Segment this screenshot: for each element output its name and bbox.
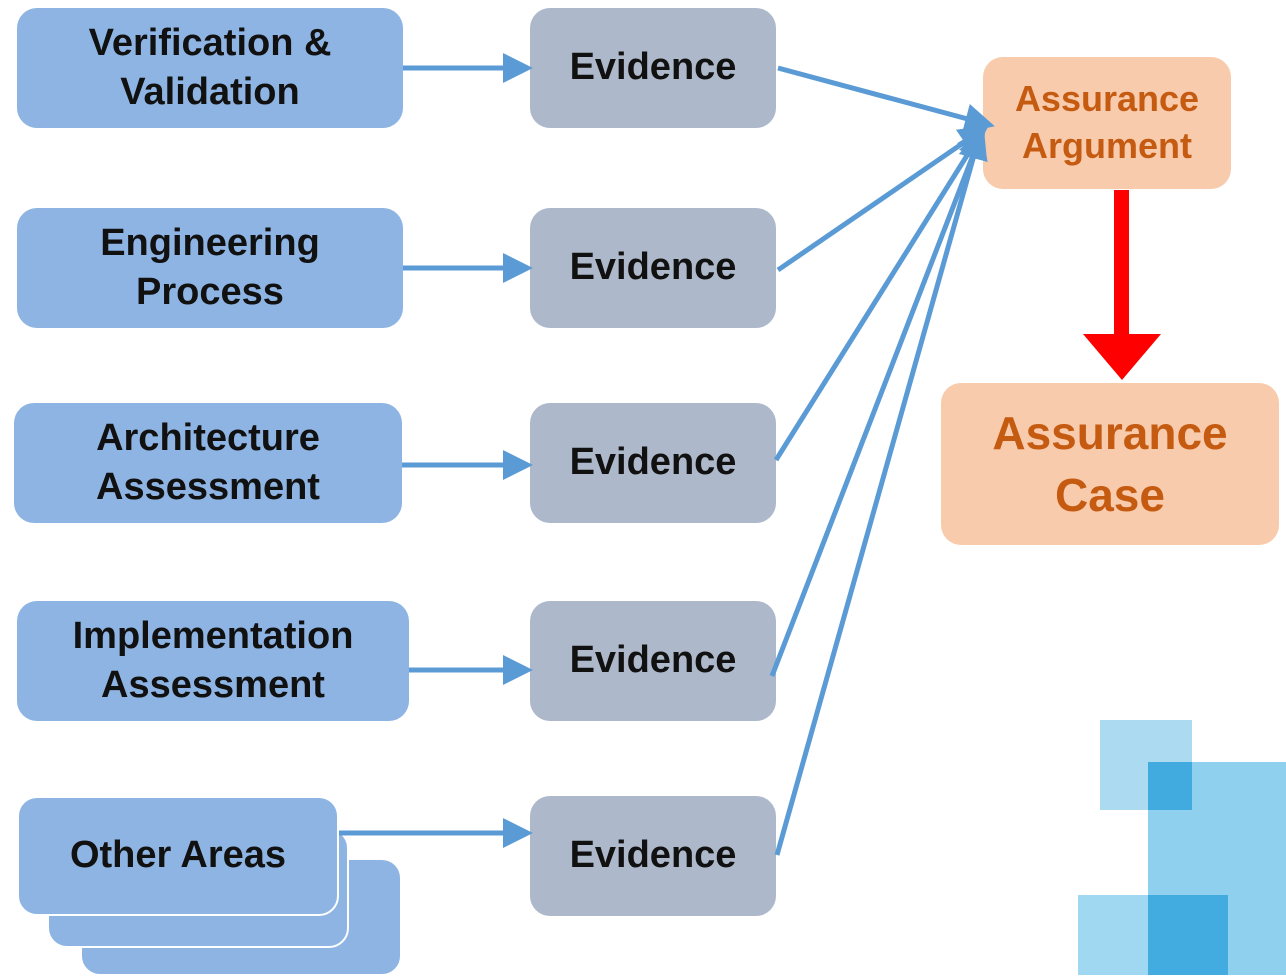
area-label-line1: Engineering (100, 221, 320, 264)
connector-evidence1-argument (777, 65, 995, 133)
connector-evidence2-argument (776, 125, 990, 273)
area-other-areas: Other Areas (17, 796, 339, 916)
assurance-argument-line2: Argument (1021, 125, 1192, 166)
connector-evidence5-argument (774, 129, 988, 856)
area-label-line1: Implementation (72, 614, 354, 657)
area-label-line1: Architecture (96, 416, 320, 459)
area-label-line2: Assessment (96, 466, 320, 508)
evidence-box-1: Evidence (530, 8, 776, 128)
decor-square-bottom-overlap (1148, 895, 1228, 975)
emphasis-arrow-shaft (1114, 190, 1129, 336)
evidence-box-2: Evidence (530, 208, 776, 328)
area-architecture-assessment: Architecture Assessment (14, 403, 402, 523)
assurance-case: Assurance Case (941, 383, 1279, 545)
evidence-label: Evidence (569, 46, 737, 89)
evidence-label: Evidence (569, 639, 737, 682)
area-label-line1: Verification & (88, 21, 332, 64)
evidence-box-3: Evidence (530, 403, 776, 523)
evidence-label: Evidence (569, 441, 737, 484)
connector-evidence3-argument (773, 125, 986, 462)
area-verification-validation: Verification & Validation (17, 8, 403, 128)
area-engineering-process: Engineering Process (17, 208, 403, 328)
area-implementation-assessment: Implementation Assessment (17, 601, 409, 721)
area-label-line2: Validation (120, 71, 300, 113)
connector-evidence4-argument (769, 127, 987, 677)
assurance-argument-line1: Assurance (1014, 78, 1200, 120)
area-label-line2: Assessment (101, 664, 325, 706)
decor-square-overlap (1148, 762, 1192, 810)
emphasis-arrow-head (1083, 334, 1161, 380)
assurance-case-line2: Case (1055, 469, 1165, 521)
assurance-argument: Assurance Argument (983, 57, 1231, 189)
area-label-line1: Other Areas (69, 834, 287, 877)
evidence-box-5: Evidence (530, 796, 776, 916)
area-label-line2: Process (136, 271, 284, 313)
evidence-label: Evidence (569, 834, 737, 877)
assurance-case-line1: Assurance (992, 406, 1228, 459)
evidence-box-4: Evidence (530, 601, 776, 721)
evidence-label: Evidence (569, 246, 737, 289)
